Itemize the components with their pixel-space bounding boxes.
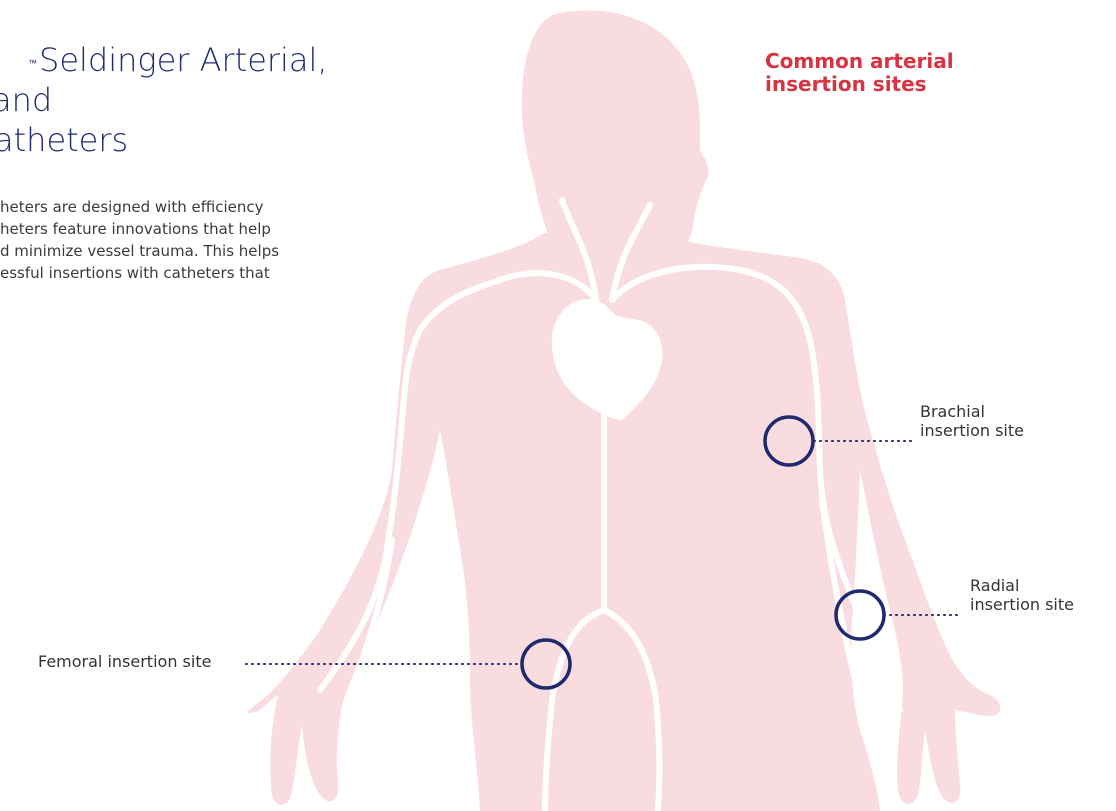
brachial-label-line-2: insertion site xyxy=(920,421,1024,440)
brachial-label-line-1: Brachial xyxy=(920,402,1024,421)
femoral-site-label: Femoral insertion site xyxy=(38,652,211,671)
brachial-site-label: Brachial insertion site xyxy=(920,402,1024,440)
trademark-mark: ™ xyxy=(28,59,37,69)
callout-title: Common arterial insertion sites xyxy=(765,50,954,96)
femoral-label-text: Femoral insertion site xyxy=(38,652,211,671)
heading-line-1-text: Seldinger Arterial, xyxy=(39,41,328,79)
radial-label-line-2: insertion site xyxy=(970,595,1074,614)
callout-title-line-2: insertion sites xyxy=(765,73,954,96)
heading-line-1: ™Seldinger Arterial, xyxy=(0,40,328,80)
intro-line: essful insertions with catheters that xyxy=(0,262,360,284)
intro-line: d minimize vessel trauma. This helps xyxy=(0,240,360,262)
page-heading: ™Seldinger Arterial, and atheters xyxy=(0,40,328,160)
intro-line: heters feature innovations that help xyxy=(0,218,360,240)
heading-line-2: and xyxy=(0,80,328,120)
intro-paragraph: heters are designed with efficiency hete… xyxy=(0,196,360,284)
heading-line-3: atheters xyxy=(0,120,328,160)
radial-label-line-1: Radial xyxy=(970,576,1074,595)
radial-site-label: Radial insertion site xyxy=(970,576,1074,614)
intro-line: heters are designed with efficiency xyxy=(0,196,360,218)
callout-title-line-1: Common arterial xyxy=(765,50,954,73)
